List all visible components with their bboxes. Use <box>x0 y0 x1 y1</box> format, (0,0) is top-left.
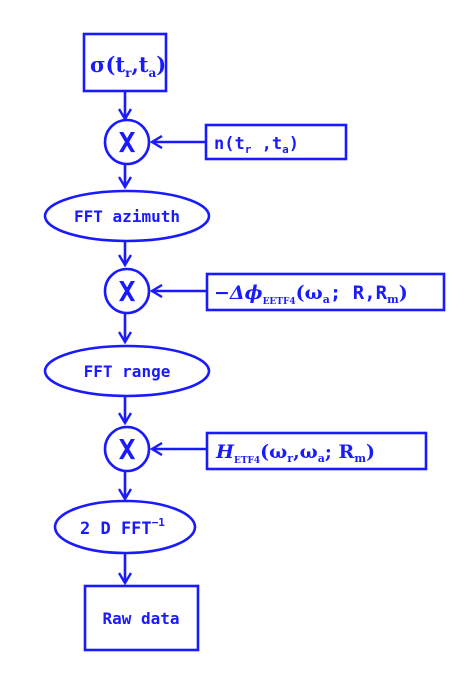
filter-box <box>205 431 428 471</box>
fft-azimuth-node <box>43 189 211 243</box>
phase-label: −ΔϕEETF4(ωa; R,Rm) <box>214 282 408 307</box>
multiply-symbol-1: X <box>119 126 136 159</box>
multiply-symbol-3: X <box>119 433 136 466</box>
multiply-node-2 <box>103 267 151 315</box>
fft-range-label: FFT range <box>84 362 171 381</box>
fft-azimuth-label: FFT azimuth <box>74 207 180 226</box>
fft-range-node <box>43 344 211 398</box>
multiply-node-1 <box>103 118 151 166</box>
input-label: σ(tr,ta) <box>90 52 166 80</box>
ifft-2d-label: 2 D FFT−1 <box>80 516 165 539</box>
multiply-symbol-2: X <box>119 275 136 308</box>
multiply-node-3 <box>103 425 151 473</box>
filter-label: HETF4(ωr,ωa; Rm) <box>215 441 375 466</box>
noise-label: n(tr ,ta) <box>214 134 299 156</box>
raw-data-box <box>83 584 200 652</box>
raw-data-label: Raw data <box>102 609 179 628</box>
